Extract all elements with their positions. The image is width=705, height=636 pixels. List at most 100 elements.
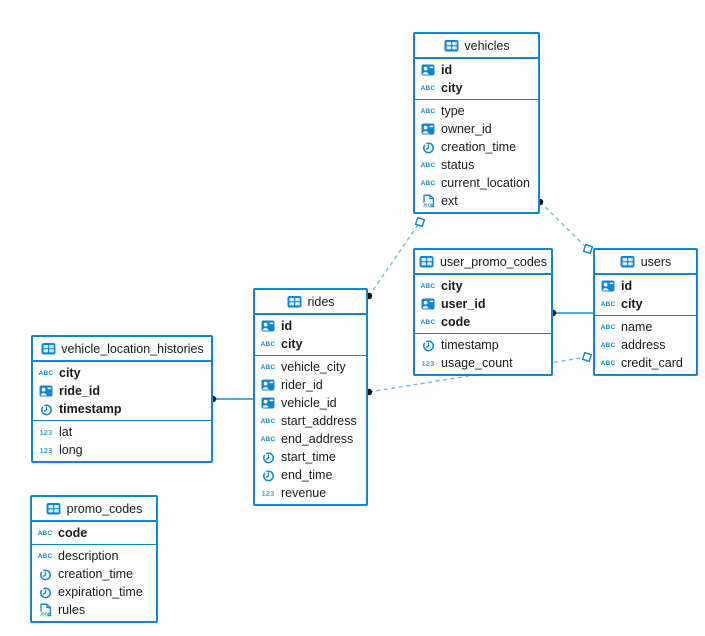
number-123-icon: 123: [39, 427, 53, 437]
abc-text-icon: ABC: [260, 363, 276, 371]
abc-text-icon: ABC: [600, 300, 616, 308]
column-name: rider_id: [281, 378, 323, 392]
column-name: expiration_time: [58, 585, 143, 599]
column-row[interactable]: creation_time: [32, 565, 156, 583]
relation-square-endpoint: [581, 351, 593, 363]
clock-icon: [420, 141, 436, 154]
table-header[interactable]: user_promo_codes: [415, 250, 551, 275]
id-badge-icon: [260, 397, 276, 409]
column-row[interactable]: JSON ext: [415, 192, 538, 210]
column-name: type: [441, 104, 465, 118]
column-row[interactable]: creation_time: [415, 138, 538, 156]
column-name: start_time: [281, 450, 336, 464]
column-row[interactable]: ABC city: [595, 295, 696, 313]
relation-vehicles-to-users: [536, 198, 594, 255]
column-row[interactable]: expiration_time: [32, 583, 156, 601]
table-header[interactable]: users: [595, 250, 696, 275]
column-name: vehicle_city: [281, 360, 346, 374]
id-badge-icon: [260, 320, 276, 332]
column-row[interactable]: JSON rules: [32, 601, 156, 619]
number-123-icon: 123: [39, 445, 53, 455]
column-row[interactable]: id: [415, 61, 538, 79]
table-icon: [40, 342, 56, 355]
id-badge-icon: [38, 385, 54, 397]
column-name: ext: [441, 194, 458, 208]
svg-text:JSON: JSON: [423, 202, 434, 207]
column-name: creation_time: [441, 140, 517, 154]
column-name: rules: [58, 603, 86, 617]
column-row[interactable]: timestamp: [33, 400, 211, 418]
column-name: owner_id: [441, 122, 492, 136]
column-row[interactable]: id: [255, 317, 366, 335]
column-row[interactable]: ABC city: [415, 277, 551, 295]
clock-icon: [38, 403, 54, 416]
abc-text-icon: ABC: [420, 161, 436, 169]
column-row[interactable]: user_id: [415, 295, 551, 313]
abc-text-icon: ABC: [420, 107, 436, 115]
column-name: name: [621, 320, 653, 334]
abc-text-icon: ABC: [260, 435, 276, 443]
svg-text:JSON: JSON: [40, 611, 51, 616]
abc-text-icon: ABC: [37, 552, 53, 560]
abc-text-icon: ABC: [600, 341, 616, 349]
column-row[interactable]: ride_id: [33, 382, 211, 400]
abc-text-icon: ABC: [420, 282, 436, 290]
abc-text-icon: ABC: [260, 340, 276, 348]
column-row[interactable]: ABC vehicle_city: [255, 358, 366, 376]
columns-section: ABC description creation_time expiration_ti…: [32, 544, 156, 621]
abc-text-icon: ABC: [420, 84, 436, 92]
column-row[interactable]: ABC type: [415, 102, 538, 120]
column-name: status: [441, 158, 475, 172]
column-row[interactable]: id: [595, 277, 696, 295]
table-header[interactable]: rides: [255, 290, 366, 315]
column-row[interactable]: vehicle_id: [255, 394, 366, 412]
column-row[interactable]: end_time: [255, 466, 366, 484]
column-name: city: [59, 366, 81, 380]
column-name: usage_count: [441, 356, 513, 370]
column-row[interactable]: ABC status: [415, 156, 538, 174]
column-row[interactable]: rider_id: [255, 376, 366, 394]
relation-square-endpoint: [582, 243, 594, 255]
column-name: description: [58, 549, 119, 563]
column-name: city: [441, 279, 463, 293]
table-header[interactable]: promo_codes: [32, 497, 156, 522]
column-name: city: [621, 297, 643, 311]
column-row[interactable]: owner_id: [415, 120, 538, 138]
column-row[interactable]: start_time: [255, 448, 366, 466]
table-header[interactable]: vehicle_location_histories: [33, 337, 211, 362]
relation-square-endpoint: [414, 216, 426, 228]
number-123-icon: 123: [261, 488, 275, 498]
column-row[interactable]: ABC description: [32, 547, 156, 565]
table-header[interactable]: vehicles: [415, 34, 538, 59]
column-row[interactable]: timestamp: [415, 336, 551, 354]
table-icon: [419, 255, 435, 268]
id-badge-icon: [420, 123, 436, 135]
